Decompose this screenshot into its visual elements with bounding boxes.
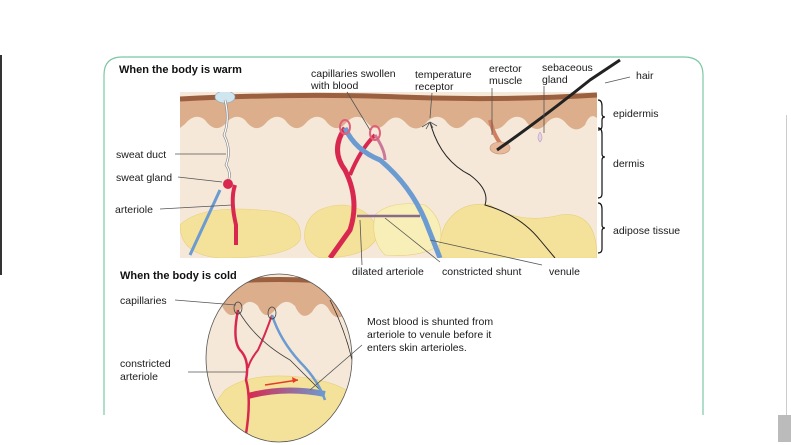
label-constricted-arteriole-2: arteriole — [120, 371, 158, 383]
scrollbar-thumb[interactable] — [778, 415, 791, 442]
dilated-arteriole — [327, 126, 357, 258]
hair-shaft — [496, 58, 621, 152]
sweat-gland-arteriole — [230, 184, 238, 245]
right-divider — [786, 115, 787, 440]
temperature-receptor-nerve — [429, 121, 556, 258]
sebaceous-gland — [537, 131, 543, 143]
label-capillaries: capillaries — [120, 295, 167, 307]
venule — [342, 126, 443, 258]
dermis-brace — [597, 127, 606, 199]
label-constricted-arteriole: constricted — [120, 358, 171, 370]
label-epidermis: epidermis — [613, 108, 659, 120]
leader-line — [384, 217, 441, 263]
note-shunt-3: enters skin arterioles. — [367, 342, 467, 354]
label-constricted-shunt: constricted shunt — [442, 266, 521, 278]
label-erector-muscle: erector — [489, 63, 522, 75]
note-shunt-1: Most blood is shunted from — [367, 316, 493, 328]
label-temperature-receptor: temperature — [415, 69, 472, 81]
label-sebaceous-gland: sebaceous — [542, 62, 593, 74]
label-dermis: dermis — [613, 158, 645, 170]
leader-line — [604, 76, 631, 84]
skin-cross-section — [180, 92, 597, 258]
constricted-arteriole — [234, 309, 250, 441]
leader-line — [346, 91, 371, 131]
label-capillaries-swollen-2: with blood — [310, 80, 358, 92]
leader-line — [429, 239, 543, 266]
label-venule: venule — [549, 266, 580, 278]
capillary-loop — [339, 119, 351, 135]
leader-line — [359, 219, 363, 266]
label-arteriole: arteriole — [115, 204, 153, 216]
label-hair: hair — [636, 70, 654, 82]
cold-magnified-view — [206, 274, 352, 442]
label-erector-muscle-2: muscle — [489, 75, 522, 87]
epidermis-layer — [180, 96, 597, 130]
magnifier-circle — [205, 273, 353, 443]
label-adipose-tissue: adipose tissue — [613, 225, 680, 237]
leader-line — [174, 299, 237, 306]
fat-lobule — [180, 208, 301, 258]
leader-line — [177, 176, 223, 183]
sweat-gland — [223, 179, 233, 189]
left-edge-bar — [0, 55, 2, 275]
warm-title: When the body is warm — [119, 64, 242, 76]
label-sebaceous-gland-2: gland — [542, 74, 568, 86]
leader-line — [309, 344, 363, 391]
cold-title: When the body is cold — [120, 270, 237, 282]
epidermis-brace — [597, 99, 606, 131]
leader-line — [429, 92, 433, 119]
leader-line — [159, 204, 233, 210]
flow-arrow-icon — [264, 379, 299, 386]
label-capillaries-swollen: capillaries swollen — [311, 68, 396, 80]
label-sweat-gland: sweat gland — [116, 172, 172, 184]
panel-frame — [103, 56, 704, 415]
shunt-vessel — [247, 387, 326, 399]
label-sweat-duct: sweat duct — [116, 149, 166, 161]
note-shunt-2: arteriole to venule before it — [367, 329, 491, 341]
adipose-brace — [597, 202, 606, 254]
label-dilated-arteriole: dilated arteriole — [352, 266, 424, 278]
label-temperature-receptor-2: receptor — [415, 81, 454, 93]
